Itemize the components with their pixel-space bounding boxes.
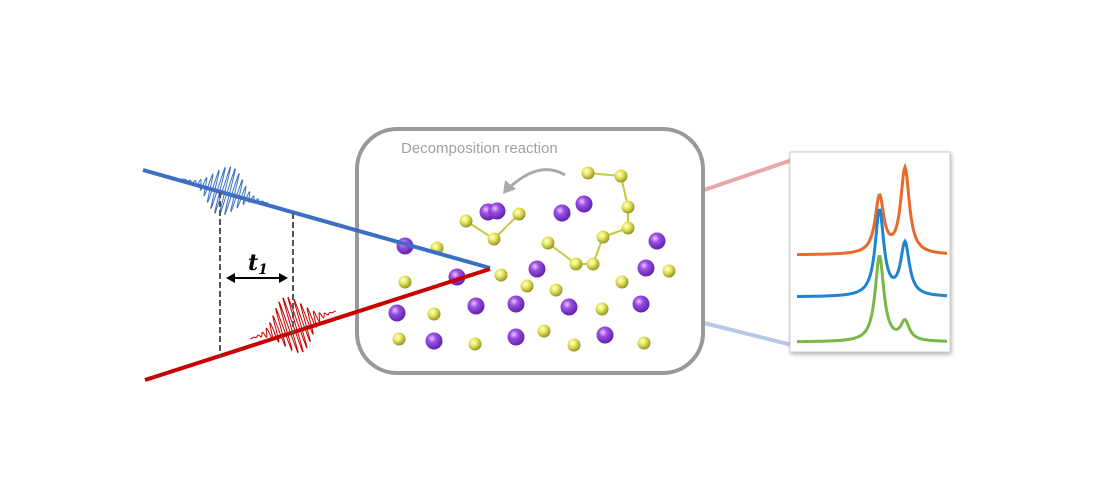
yellow-atom — [487, 232, 501, 246]
purple-atom — [425, 332, 443, 350]
delay-label: t1 — [248, 250, 268, 278]
yellow-atom — [637, 336, 651, 350]
purple-atom — [507, 328, 525, 346]
yellow-atom — [468, 337, 482, 351]
spectrum-orange — [797, 162, 947, 257]
yellow-atom — [512, 207, 526, 221]
yellow-atom — [392, 332, 406, 346]
yellow-atom — [569, 257, 583, 271]
probe-beam — [144, 267, 491, 382]
yellow-atom — [520, 279, 534, 293]
yellow-atom — [596, 230, 610, 244]
yellow-atom — [586, 257, 600, 271]
yellow-atom — [537, 324, 551, 338]
purple-atom — [596, 326, 614, 344]
purple-atom — [560, 298, 578, 316]
purple-atom — [467, 297, 485, 315]
delay-arrow — [226, 273, 288, 283]
yellow-atom — [615, 275, 629, 289]
spectrum-blue — [797, 208, 948, 298]
pump-beam — [142, 168, 491, 270]
reaction-label: Decomposition reaction — [401, 140, 558, 157]
connector-pink — [703, 158, 793, 192]
yellow-atom — [549, 283, 563, 297]
yellow-atom — [581, 166, 595, 180]
spectra — [797, 162, 948, 344]
purple-atom — [488, 202, 506, 220]
reaction-box — [355, 127, 705, 375]
yellow-atom — [595, 302, 609, 316]
purple-atom — [388, 304, 406, 322]
yellow-atom — [541, 236, 555, 250]
yellow-atom — [459, 214, 473, 228]
yellow-atom — [621, 200, 635, 214]
yellow-atom — [662, 264, 676, 278]
yellow-atom — [621, 221, 635, 235]
arrow-head — [503, 180, 516, 194]
atoms — [388, 166, 676, 352]
pump-wave-packet — [181, 166, 269, 216]
connector-lightblue — [703, 321, 793, 347]
purple-atom — [637, 259, 655, 277]
yellow-atom — [614, 169, 628, 183]
yellow-atom — [494, 268, 508, 282]
yellow-atom — [567, 338, 581, 352]
purple-atom — [528, 260, 546, 278]
curved-arrow-icon — [508, 168, 566, 189]
yellow-atom — [398, 275, 412, 289]
spectrum-green — [797, 255, 947, 344]
purple-atom — [553, 204, 571, 222]
purple-atom — [648, 232, 666, 250]
yellow-atom — [427, 307, 441, 321]
purple-atom — [507, 295, 525, 313]
purple-atom — [632, 295, 650, 313]
purple-atom — [575, 195, 593, 213]
